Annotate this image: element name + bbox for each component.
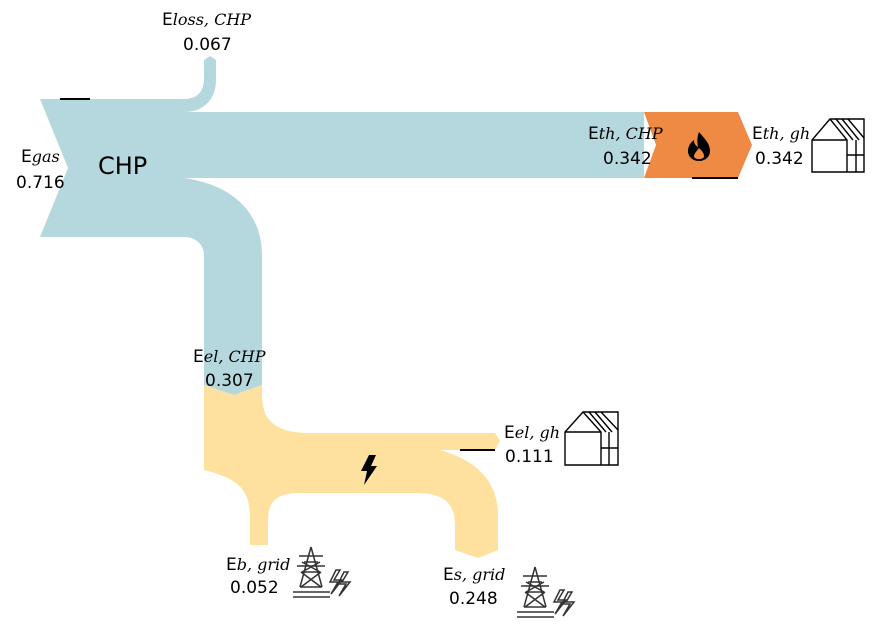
el-gh-value: 0.111 (505, 447, 554, 467)
th-gh-label: Eth, gh 0.342 (752, 124, 810, 169)
th-chp-label: Eth, CHP 0.342 (588, 124, 663, 169)
power-pylon-icon (517, 566, 576, 618)
lightning-icon (361, 455, 377, 485)
el-chp-label: Eel, CHP 0.307 (193, 347, 266, 391)
loss-value: 0.067 (183, 35, 232, 55)
s-grid-value: 0.248 (449, 589, 498, 609)
b-grid-label: Eb, grid 0.052 (226, 555, 290, 598)
svg-text:Eel, gh: Eel, gh (504, 423, 560, 443)
svg-text:Eel, CHP: Eel, CHP (193, 347, 266, 367)
svg-text:Es, grid: Es, grid (443, 565, 505, 585)
chp-flow (40, 56, 644, 395)
loss-label: Eloss, CHP 0.067 (162, 10, 251, 55)
power-pylon-icon (293, 546, 352, 598)
electricity-flow (204, 385, 500, 558)
greenhouse-icon (564, 411, 619, 466)
svg-text:Eloss, CHP: Eloss, CHP (162, 10, 251, 30)
greenhouse-icon (811, 118, 865, 173)
gas-label: Egas 0.716 (16, 147, 65, 193)
s-grid-label: Es, grid 0.248 (443, 565, 505, 609)
svg-text:Eth, gh: Eth, gh (752, 124, 810, 144)
el-gh-label: Eel, gh 0.111 (504, 423, 560, 467)
el-chp-value: 0.307 (205, 371, 254, 391)
th-chp-value: 0.342 (603, 149, 652, 169)
b-grid-value: 0.052 (230, 578, 279, 598)
chp-node-label: CHP (98, 152, 147, 180)
svg-text:Egas: Egas (21, 147, 60, 167)
th-gh-value: 0.342 (755, 149, 804, 169)
svg-text:Eb, grid: Eb, grid (226, 555, 290, 575)
svg-text:Eth, CHP: Eth, CHP (588, 124, 663, 144)
flame-icon (688, 132, 710, 161)
gas-value: 0.716 (16, 173, 65, 193)
